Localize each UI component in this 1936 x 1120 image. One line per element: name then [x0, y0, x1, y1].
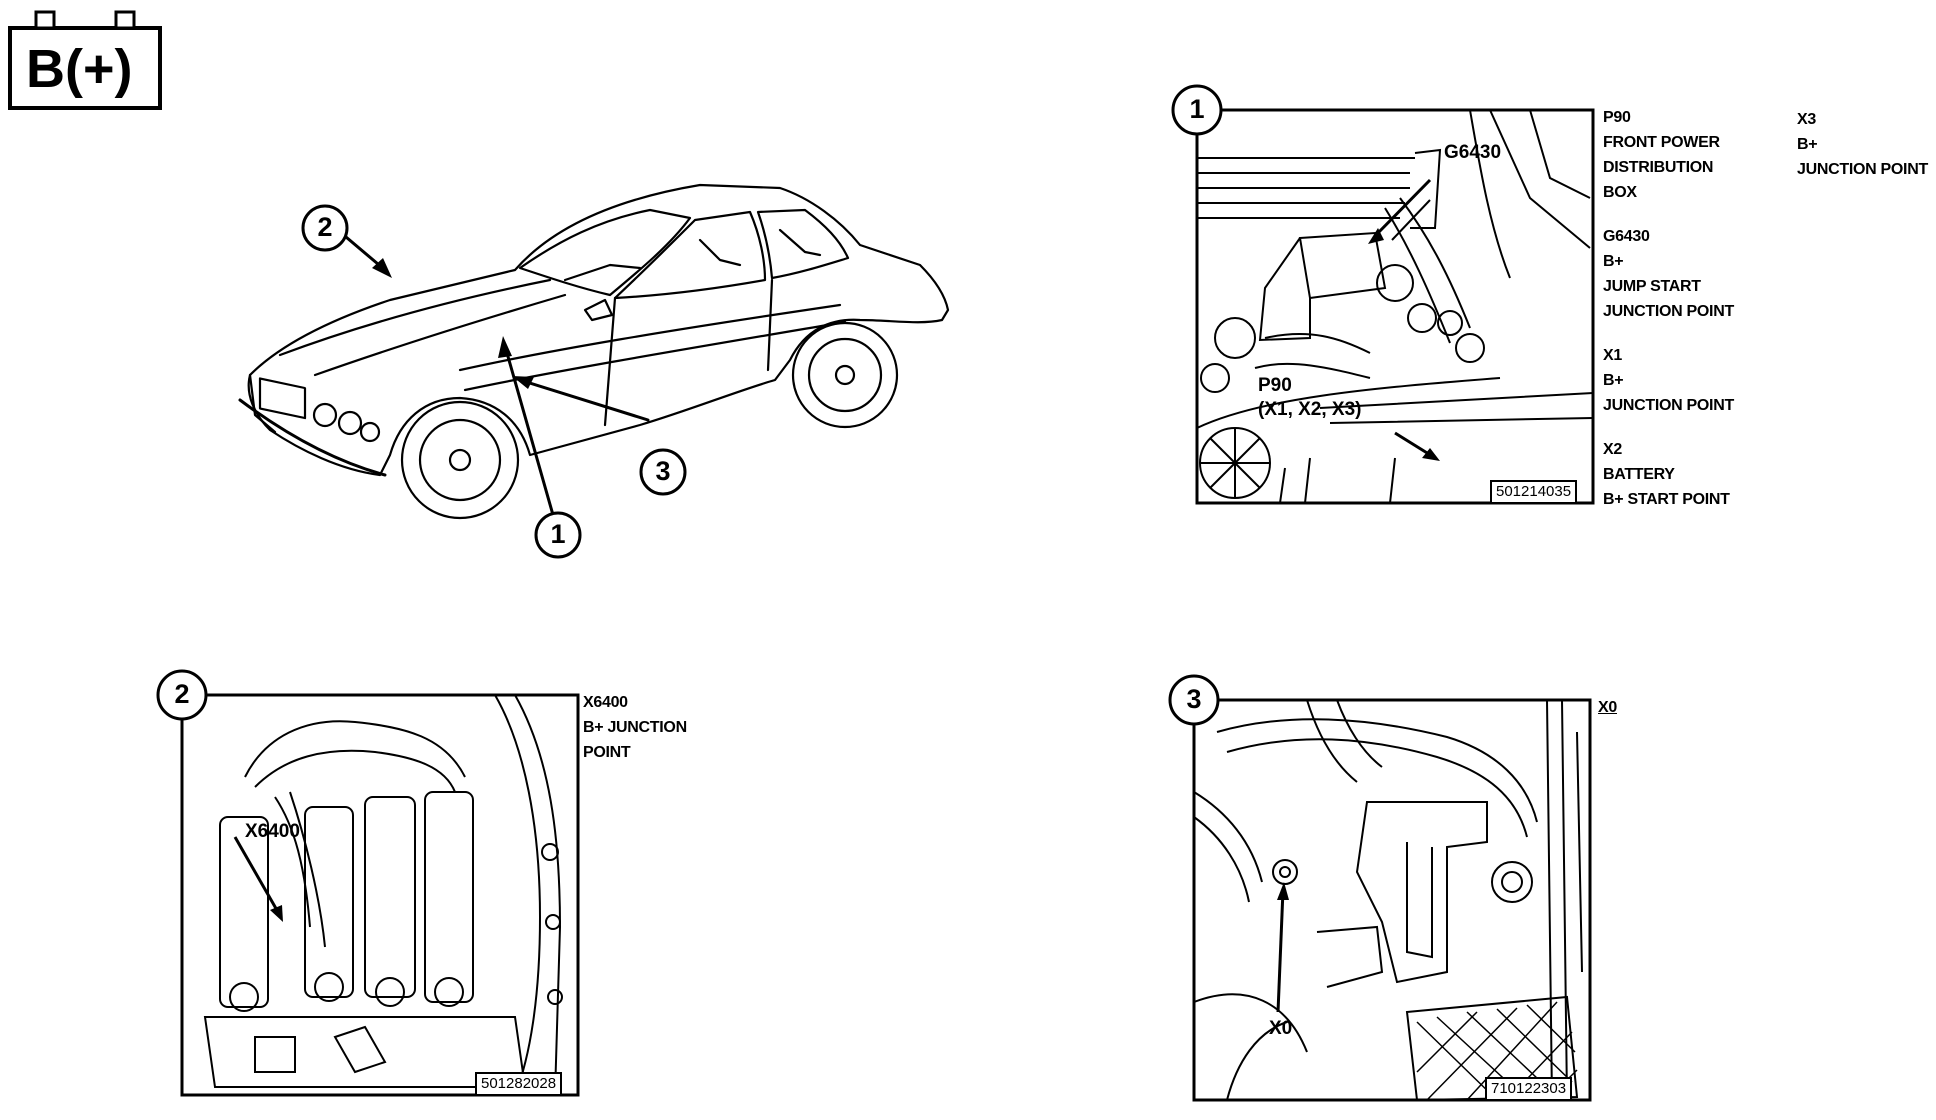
inset-3-drawing [1168, 674, 1592, 1102]
inset-3-panel: 3 X0 710122303 [1167, 672, 1597, 1112]
inset-1-label-g6430: G6430 [1444, 142, 1502, 163]
inset-2-label-x6400: X6400 [245, 821, 300, 842]
car-overview: 2 3 1 [220, 170, 970, 570]
inset-1-part-number: 501214035 [1490, 480, 1578, 504]
inset-3-callout: 3 [1186, 684, 1202, 714]
car-callout-1: 1 [550, 519, 566, 549]
car-callout-3: 3 [655, 456, 671, 486]
inset-2-callout: 2 [174, 679, 190, 709]
inset-2-drawing [156, 669, 580, 1097]
inset-2-panel: 2 X6400 501282028 [155, 667, 585, 1107]
inset-1-panel: 1 G6430 P90 (X1, X2, X3) 501214035 [1170, 78, 1600, 518]
badge-label: B(+) [26, 39, 133, 99]
inset-2-part-number: 501282028 [475, 1072, 563, 1096]
inset-3-legend: X0 [1598, 699, 1617, 716]
battery-outline-icon [8, 10, 162, 110]
inset-3-label-x0: X0 [1269, 1018, 1293, 1039]
inset-1-callout: 1 [1189, 94, 1205, 124]
inset-1-label-p90-connectors: (X1, X2, X3) [1258, 399, 1362, 420]
car-callout-2: 2 [317, 212, 333, 242]
car-illustration [238, 183, 950, 559]
inset-1-drawing [1171, 84, 1595, 505]
inset-3-part-number: 710122303 [1485, 1077, 1573, 1101]
inset-1-label-p90: P90 [1258, 375, 1292, 396]
battery-badge: B(+) [0, 0, 170, 115]
